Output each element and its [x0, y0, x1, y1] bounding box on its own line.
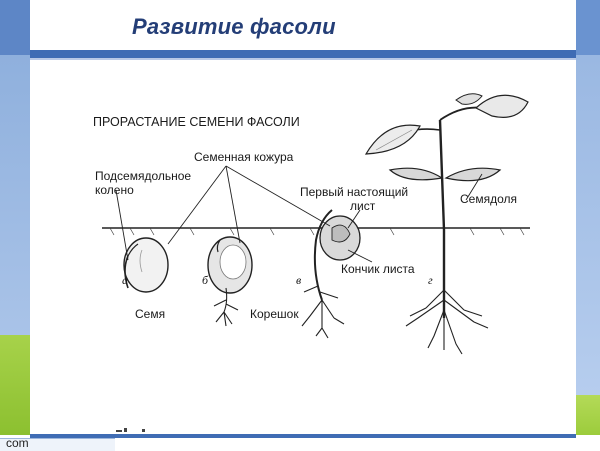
right-decor-bar-green — [576, 395, 600, 435]
label-hypocotyl-line1: Подсемядольное — [95, 169, 191, 183]
label-seed-coat: Семенная кожура — [194, 150, 294, 164]
stage-c-seedling — [301, 209, 361, 339]
label-first-leaf-line2: лист — [350, 199, 376, 213]
label-rootlet: Корешок — [250, 307, 299, 321]
stage-d-plant — [364, 93, 529, 355]
label-cotyledon: Семядоля — [460, 192, 517, 206]
label-leaf-tip: Кончик листа — [341, 262, 415, 276]
stage-b-seed — [207, 236, 253, 327]
stage-a-seed — [123, 237, 169, 293]
left-decor-bar-green — [0, 335, 30, 435]
bean-germination-diagram: ПРОРАСТАНИЕ СЕМЕНИ ФАСОЛИ — [93, 93, 530, 432]
leader-lines — [115, 165, 483, 263]
left-decor-bar — [0, 0, 30, 55]
label-seed: Семя — [135, 307, 165, 321]
label-first-leaf-line1: Первый настоящий — [300, 185, 408, 199]
stage-label-c: в — [296, 273, 301, 287]
stage-label-d: г — [428, 273, 433, 287]
left-decor-bar-blue — [0, 55, 30, 335]
label-hypocotyl-line2: колено — [95, 183, 134, 197]
sparkle-icon — [525, 6, 565, 44]
soil-line — [102, 227, 530, 236]
right-decor-bar-blue — [576, 55, 600, 395]
cut-off-caption — [116, 428, 145, 432]
title-divider — [30, 50, 576, 58]
title-divider-highlight — [30, 58, 576, 60]
title-band — [30, 0, 576, 50]
bottom-divider — [30, 434, 576, 438]
right-decor-bar — [576, 0, 600, 55]
footer-text: com — [6, 436, 29, 450]
slide-title: Развитие фасоли — [132, 14, 336, 39]
stage-label-a: а — [122, 273, 128, 287]
diagram-heading: ПРОРАСТАНИЕ СЕМЕНИ ФАСОЛИ — [93, 115, 300, 129]
stage-label-b: б — [202, 273, 209, 287]
footer-box — [0, 438, 115, 451]
